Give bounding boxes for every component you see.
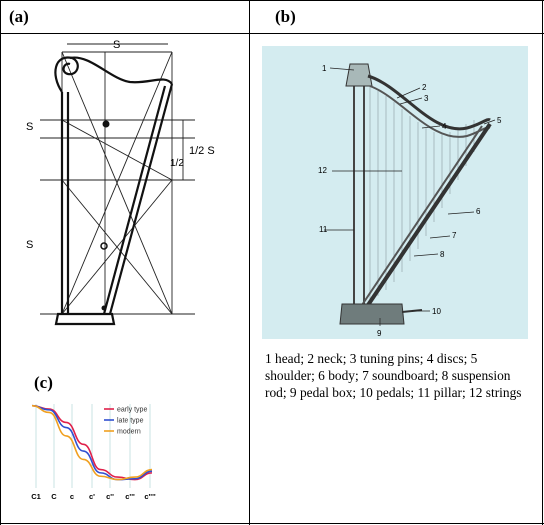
callout-5: 5 xyxy=(497,116,502,125)
callout-6: 6 xyxy=(476,207,481,216)
border-top xyxy=(0,0,544,1)
x-tick-label: C1 xyxy=(31,492,41,501)
harp-illustration-background xyxy=(262,46,528,339)
sketch-dim-left-lower: S xyxy=(26,239,33,251)
callout-8: 8 xyxy=(440,250,445,259)
sketch-dim-right-half: 1/2 xyxy=(170,158,184,169)
panel-label-c: (c) xyxy=(34,373,53,392)
legend-label: late type xyxy=(117,418,144,425)
border-bottom xyxy=(0,523,544,524)
border-right xyxy=(542,0,543,525)
callout-11: 11 xyxy=(319,225,328,234)
callout-1: 1 xyxy=(322,64,327,73)
sketch-dim-right-one: 1/2 S xyxy=(189,145,215,157)
legend-label: early type xyxy=(117,407,147,414)
series-line xyxy=(31,404,153,481)
legend-label: modern xyxy=(117,429,141,436)
callout-2: 2 xyxy=(422,83,427,92)
callout-12: 12 xyxy=(318,166,327,175)
border-middle xyxy=(249,0,250,525)
callout-4: 4 xyxy=(442,122,447,131)
sketch-dim-left-upper: S xyxy=(26,121,33,133)
callout-9: 9 xyxy=(377,329,382,338)
x-tick-label: c xyxy=(70,492,74,501)
x-tick-label: C xyxy=(51,492,57,501)
x-tick-label: c' xyxy=(89,492,95,501)
series-line xyxy=(31,404,153,481)
x-tick-label: c''' xyxy=(125,492,135,501)
border-header-bottom xyxy=(0,33,544,34)
x-tick-label: c'' xyxy=(106,492,114,501)
harp-illustration: 1 2 3 4 5 6 7 8 9 10 11 12 xyxy=(318,63,502,338)
panel-label-b: (b) xyxy=(275,7,296,26)
panel-label-a: (a) xyxy=(9,7,29,26)
harp-proportion-sketch: S S S 1/2 S 1/2 xyxy=(26,39,215,326)
callout-7: 7 xyxy=(452,231,457,240)
callout-10: 10 xyxy=(432,307,441,316)
callout-3: 3 xyxy=(424,94,429,103)
border-left xyxy=(0,0,1,525)
harp-parts-caption: 1 head; 2 neck; 3 tuning pins; 4 discs; … xyxy=(265,351,522,400)
sketch-dim-top: S xyxy=(113,39,120,51)
x-tick-label: c'''' xyxy=(144,492,156,501)
